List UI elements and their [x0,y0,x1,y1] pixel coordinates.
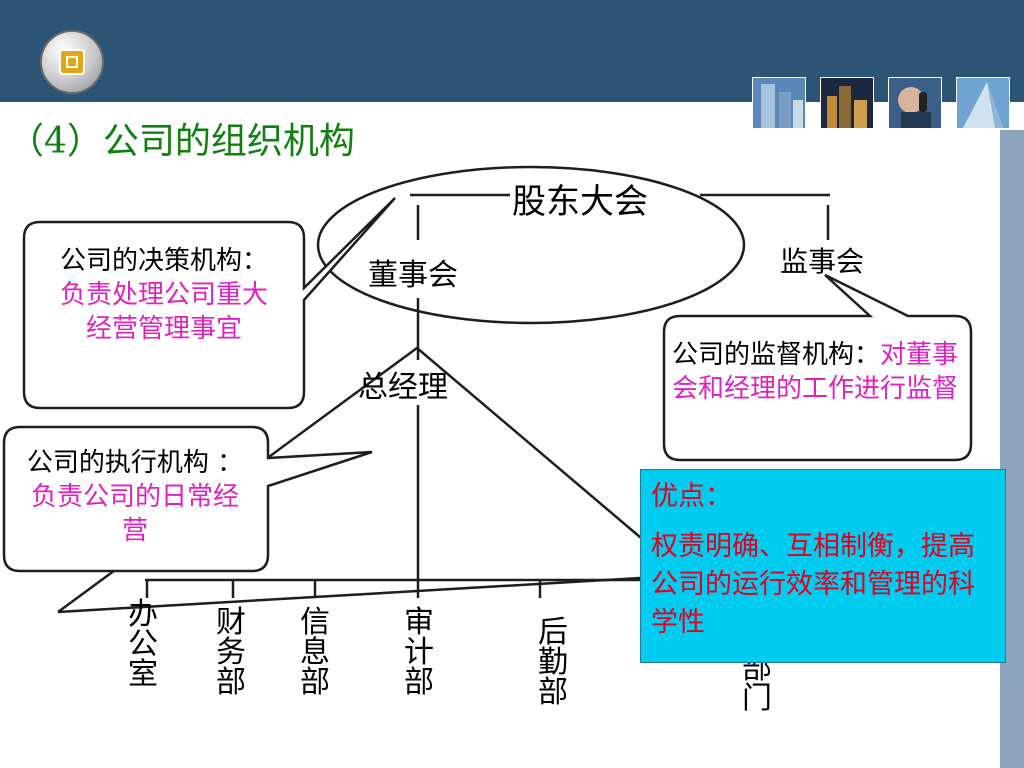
dept-finance: 财务部 [216,605,246,700]
node-shareholders: 股东大会 [512,182,648,222]
skyscraper-photo-icon [752,77,806,129]
callout-supervision-bubble [662,273,973,462]
node-board: 董事会 [368,258,458,293]
node-supervisors: 监事会 [780,245,865,278]
logo-square [59,49,85,75]
callout-decision-text: 公司的决策机构：负责处理公司重大经营管理事宜 [59,246,268,344]
dept-logistics: 后勤部 [538,615,568,710]
ellipse-highlight [316,165,746,325]
page-title: （4）公司的组织机构 [8,121,355,162]
advantages-box: 优点： 权责明确、互相制衡，提高公司的运行效率和管理的科学性 [640,469,1006,663]
callout-supervision-text: 公司的监督机构：对董事会和经理的工作进行监督 [672,340,959,404]
advantages-body: 权责明确、互相制衡，提高公司的运行效率和管理的科学性 [651,531,975,638]
dept-information: 信息部 [300,605,330,700]
city-night-photo-icon [820,77,874,129]
manager-triangle-base [57,576,641,614]
callout-execution-bubble [2,425,373,573]
dept-office: 办公室 [128,597,158,692]
dept-audit: 审计部 [404,605,434,700]
callout-decision-bubble [22,197,396,410]
glass-tower-photo-icon [956,77,1010,129]
advantages-heading: 优点： [651,481,732,512]
app-logo-icon[interactable] [40,30,104,94]
node-manager: 总经理 [358,370,448,405]
callout-execution-text: 公司的执行机构 ：负责公司的日常经营 [26,448,244,546]
phone-call-photo-icon [888,77,942,129]
